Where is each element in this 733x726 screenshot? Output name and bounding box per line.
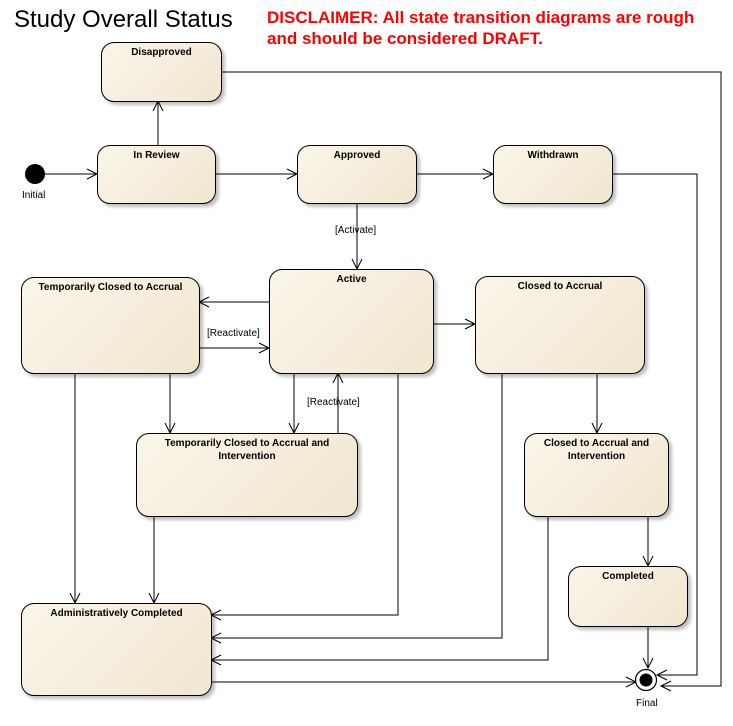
initial-node	[25, 164, 45, 184]
state-closed-to-accrual-and-intervention[interactable]: Closed to Accrual and Intervention	[524, 433, 669, 517]
state-disapproved[interactable]: Disapproved	[101, 42, 222, 102]
reactivate-guard-label: [Reactivate]	[307, 397, 360, 408]
state-in-review[interactable]: In Review	[97, 145, 216, 204]
state-completed[interactable]: Completed	[568, 566, 688, 627]
state-active[interactable]: Active	[269, 269, 434, 374]
state-administratively-completed[interactable]: Administratively Completed	[21, 603, 212, 696]
state-temporarily-closed-to-accrual[interactable]: Temporarily Closed to Accrual	[21, 277, 200, 374]
state-temporarily-closed-to-accrual-and-intervention[interactable]: Temporarily Closed to Accrual and Interv…	[136, 433, 358, 517]
state-approved[interactable]: Approved	[297, 145, 417, 204]
disclaimer-text: DISCLAIMER: All state transition diagram…	[267, 8, 695, 48]
initial-label: Initial	[22, 190, 46, 201]
reactivate-guard-label: [Reactivate]	[207, 328, 260, 339]
final-label: Final	[636, 698, 658, 709]
activate-guard-label: [Activate]	[335, 225, 377, 236]
state-closed-to-accrual[interactable]: Closed to Accrual	[475, 276, 645, 374]
state-withdrawn[interactable]: Withdrawn	[493, 145, 613, 204]
diagram-title: Study Overall Status	[14, 6, 233, 33]
